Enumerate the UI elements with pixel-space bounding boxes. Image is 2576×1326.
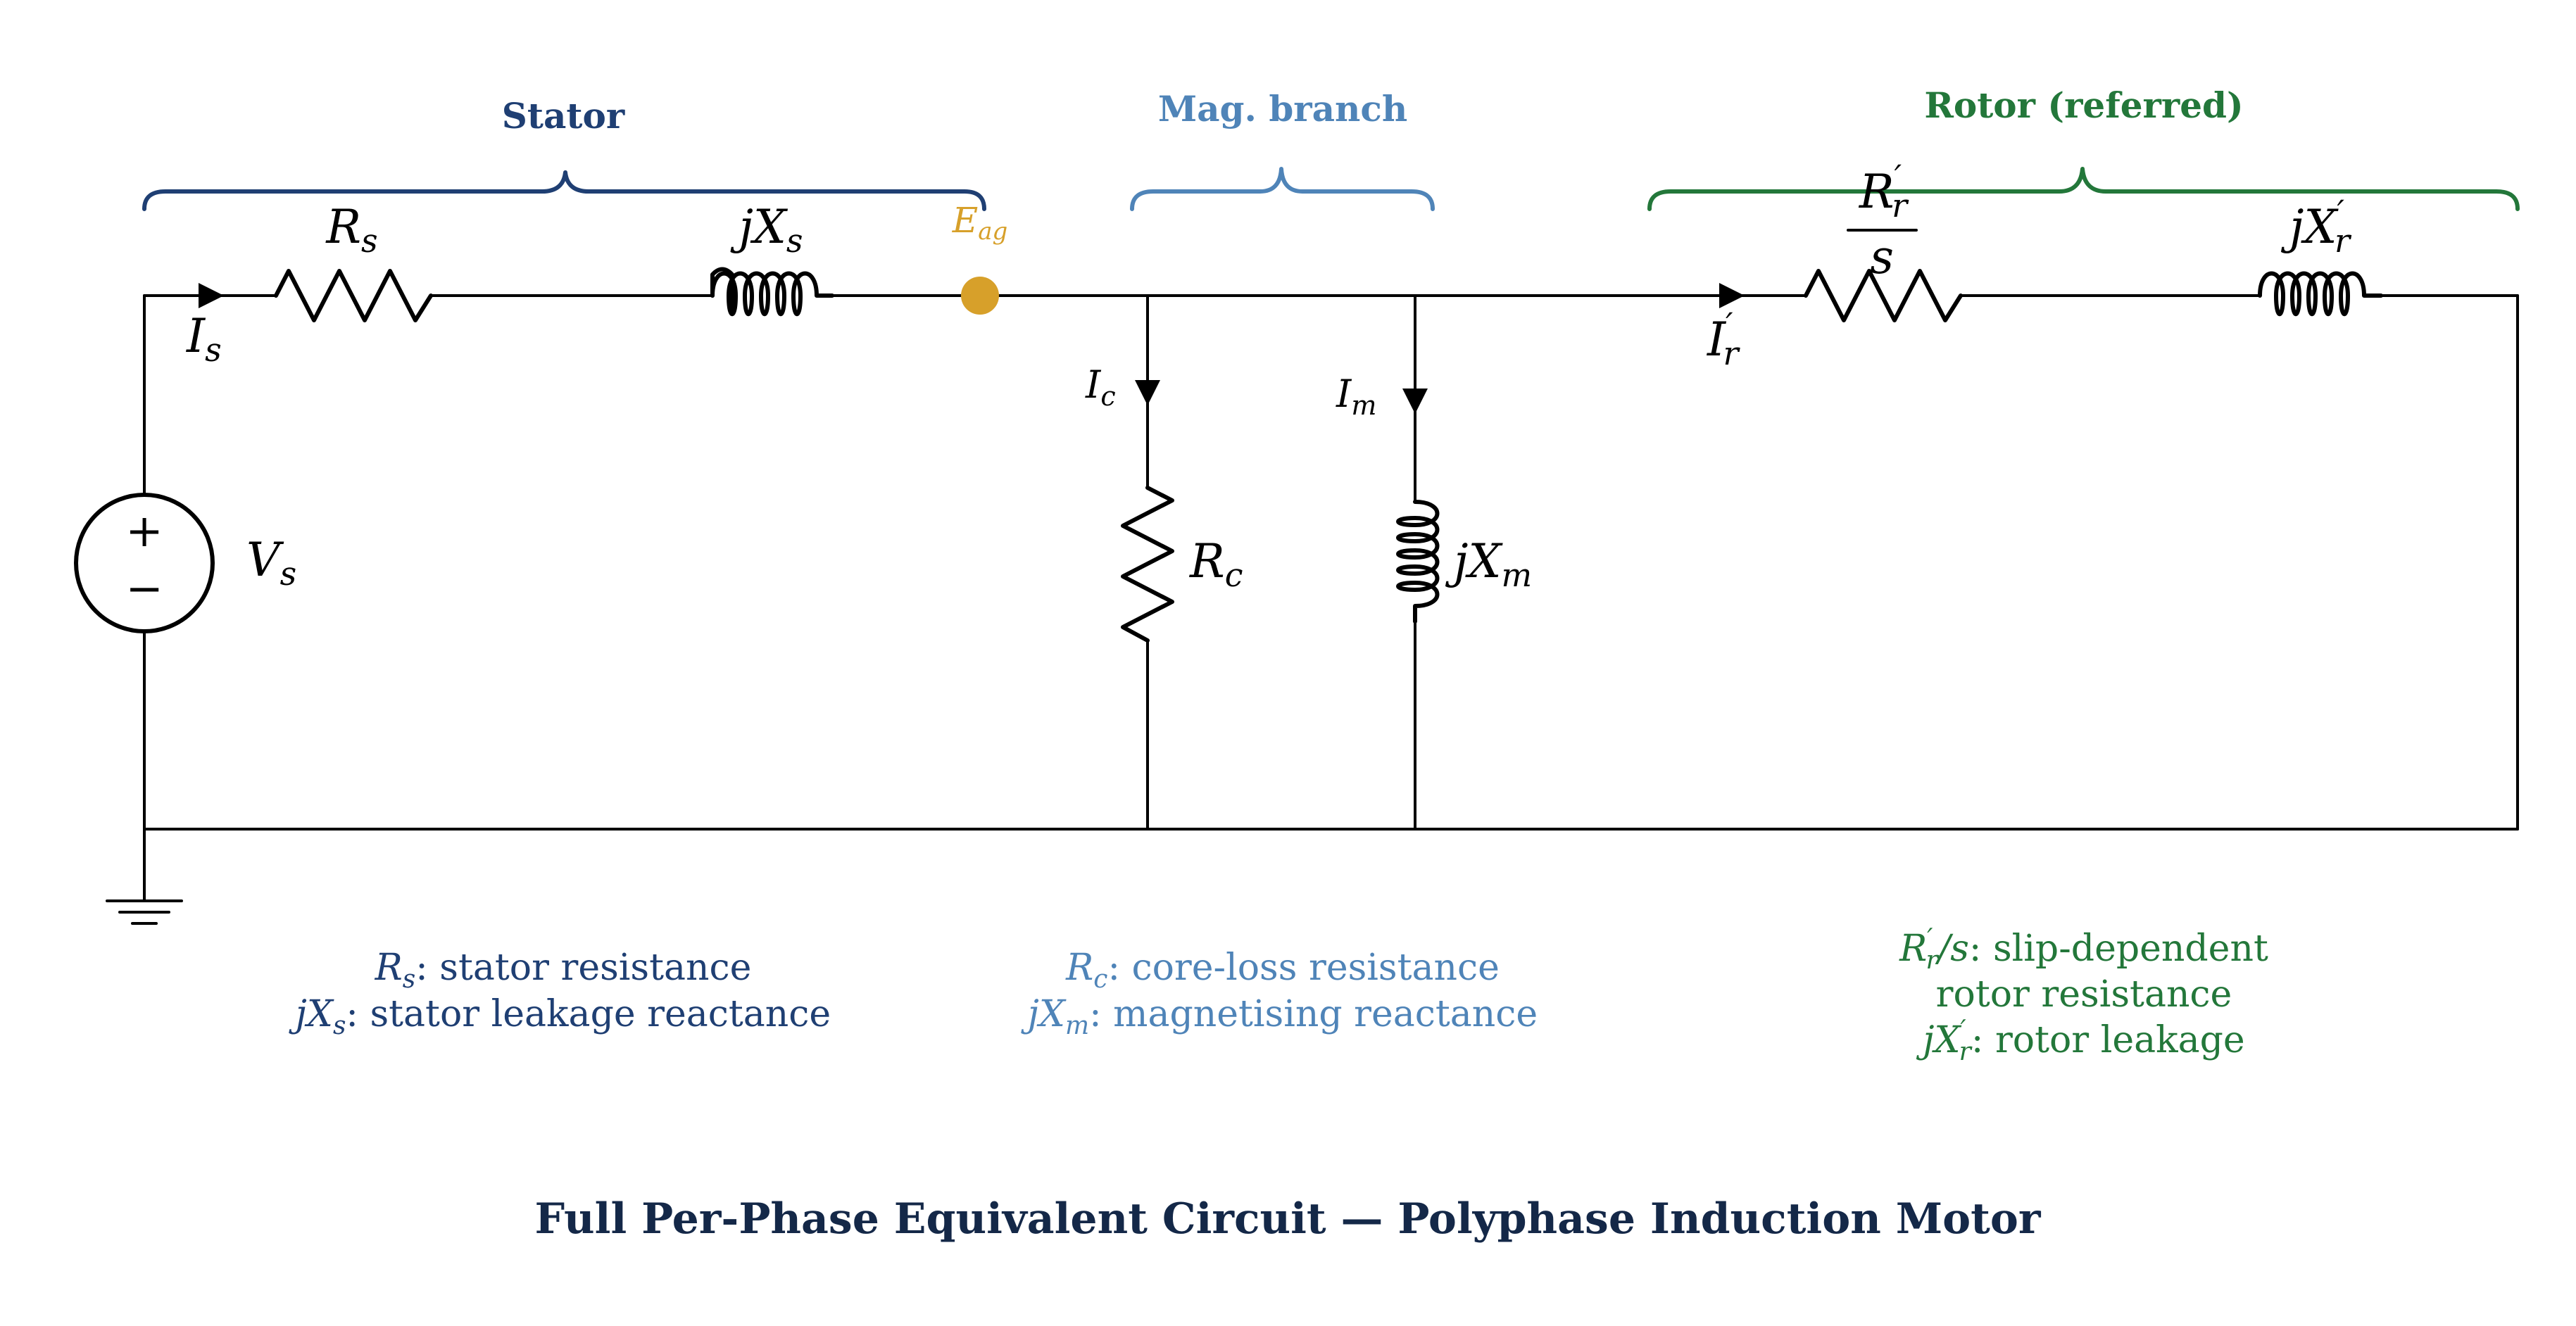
ic-label: Ic <box>1085 362 1116 412</box>
mag-branch-brace <box>1130 167 1435 211</box>
source-minus-sign: − <box>125 563 163 615</box>
stator-brace <box>142 170 986 211</box>
rotor-group: Rotor (referred) <box>1647 84 2520 211</box>
rs-label: Rs <box>325 200 377 260</box>
inductor-jxr: jX′r <box>2258 193 2383 316</box>
rc-label: Rc <box>1189 534 1243 594</box>
resistor-rs: Rs <box>274 200 433 322</box>
legend-mag-line-1: Rc: core-loss resistance <box>1065 947 1500 994</box>
rotor-brace <box>1647 167 2520 211</box>
legend-rotor-line-2: rotor resistance <box>1936 973 2232 1016</box>
im-label: Im <box>1336 372 1376 421</box>
is-label: Is <box>186 309 222 369</box>
rr-denominator-label: s <box>1870 230 1894 284</box>
rr-numerator-label: R′r <box>1859 158 1909 225</box>
inductor-jxs: jXs <box>710 200 834 316</box>
inductor-jxm: jXm <box>1396 500 1532 624</box>
source-label: Vs <box>246 533 296 593</box>
legend-rotor: R′r/s: slip-dependent rotor resistance j… <box>1899 924 2268 1066</box>
diagram-title: Full Per-Phase Equivalent Circuit — Poly… <box>534 1194 2041 1244</box>
ground-icon <box>106 899 183 925</box>
mag-branch-label: Mag. branch <box>1158 88 1407 130</box>
mag-branch-group: Mag. branch <box>1130 88 1435 211</box>
voltage-source: + − Vs <box>74 493 296 633</box>
legend-stator-line-2: jXs: stator leakage reactance <box>289 993 831 1040</box>
current-im-arrow-icon <box>1402 389 1428 414</box>
air-gap-node: Eag <box>952 200 1008 315</box>
rotor-label: Rotor (referred) <box>1924 84 2243 126</box>
current-ic: Ic <box>1085 362 1160 412</box>
source-plus-sign: + <box>125 505 163 557</box>
legend-stator-line-1: Rs: stator resistance <box>375 947 752 994</box>
jxm-label: jXm <box>1445 534 1532 594</box>
stator-group: Stator <box>142 95 986 211</box>
current-ir: I′r <box>1707 283 1745 372</box>
current-is-arrow-icon <box>199 283 224 308</box>
legend-rotor-line-1: R′r/s: slip-dependent <box>1899 924 2268 975</box>
current-ic-arrow-icon <box>1135 380 1160 405</box>
legend-stator: Rs: stator resistance jXs: stator leakag… <box>289 947 831 1040</box>
eag-node-dot <box>961 277 999 315</box>
jxr-label: jX′r <box>2280 193 2352 260</box>
eag-label: Eag <box>952 200 1008 246</box>
current-im: Im <box>1336 372 1428 421</box>
current-ir-arrow-icon <box>1719 283 1745 308</box>
legend-mag: Rc: core-loss resistance jXm: magnetisin… <box>1021 947 1538 1040</box>
legend-mag-line-2: jXm: magnetising reactance <box>1021 993 1538 1040</box>
stator-label: Stator <box>502 95 625 137</box>
wiring <box>143 294 2519 902</box>
legend-rotor-line-3: jX′r: rotor leakage <box>1916 1016 2244 1066</box>
jxs-label: jXs <box>729 200 803 260</box>
resistor-rr-over-s: R′r s <box>1804 158 1963 322</box>
current-is: Is <box>186 283 224 369</box>
resistor-rc: Rc <box>1121 486 1243 643</box>
ir-label: I′r <box>1707 305 1741 372</box>
